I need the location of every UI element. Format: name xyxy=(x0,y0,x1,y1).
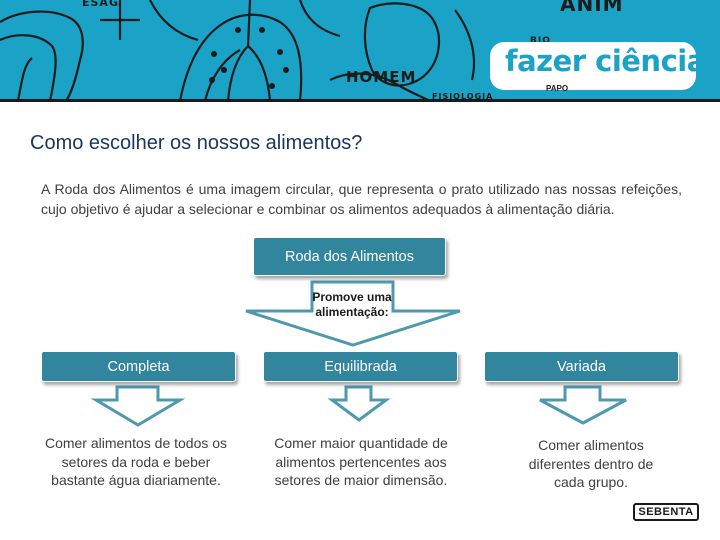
logo-text: fazer ciência xyxy=(505,44,706,78)
promote-arrow xyxy=(245,280,461,347)
sebenta-logo: SEBENTA xyxy=(633,503,699,521)
doodle-word-bio: BIO xyxy=(530,36,551,46)
branch-box-equilibrada: Equilibrada xyxy=(263,351,458,382)
branch-box-variada: Variada xyxy=(484,351,679,382)
branch-desc-variada: Comer alimentos diferentes dentro de cad… xyxy=(528,437,654,490)
arrow-equilibrada xyxy=(327,385,391,422)
biology-doodles-illustration xyxy=(0,0,476,101)
doodle-word-anim: ANIM xyxy=(560,0,624,16)
branch-desc-equilibrada: Comer maior quantidade de alimentos pert… xyxy=(274,435,448,488)
fazer-ciencia-logo xyxy=(490,42,696,90)
doodle-word-homem: HOMEM xyxy=(346,68,417,86)
promote-label: Promove uma alimentação: xyxy=(312,290,392,319)
arrow-completa xyxy=(90,385,186,427)
doodle-word-fisiologia: FISIOLOGIA xyxy=(432,92,494,101)
page-title: Como escolher os nossos alimentos? xyxy=(30,132,363,154)
doodle-word-papo: PAPO xyxy=(546,84,569,93)
arrow-variada xyxy=(539,385,627,425)
doodle-word-esag: ESAG xyxy=(82,0,119,9)
branch-box-completa: Completa xyxy=(41,351,236,382)
root-box: Roda dos Alimentos xyxy=(253,237,446,276)
branch-desc-completa: Comer alimentos de todos os setores da r… xyxy=(44,435,228,488)
banner-border xyxy=(0,99,720,102)
intro-paragraph: A Roda dos Alimentos é uma imagem circul… xyxy=(41,181,682,217)
